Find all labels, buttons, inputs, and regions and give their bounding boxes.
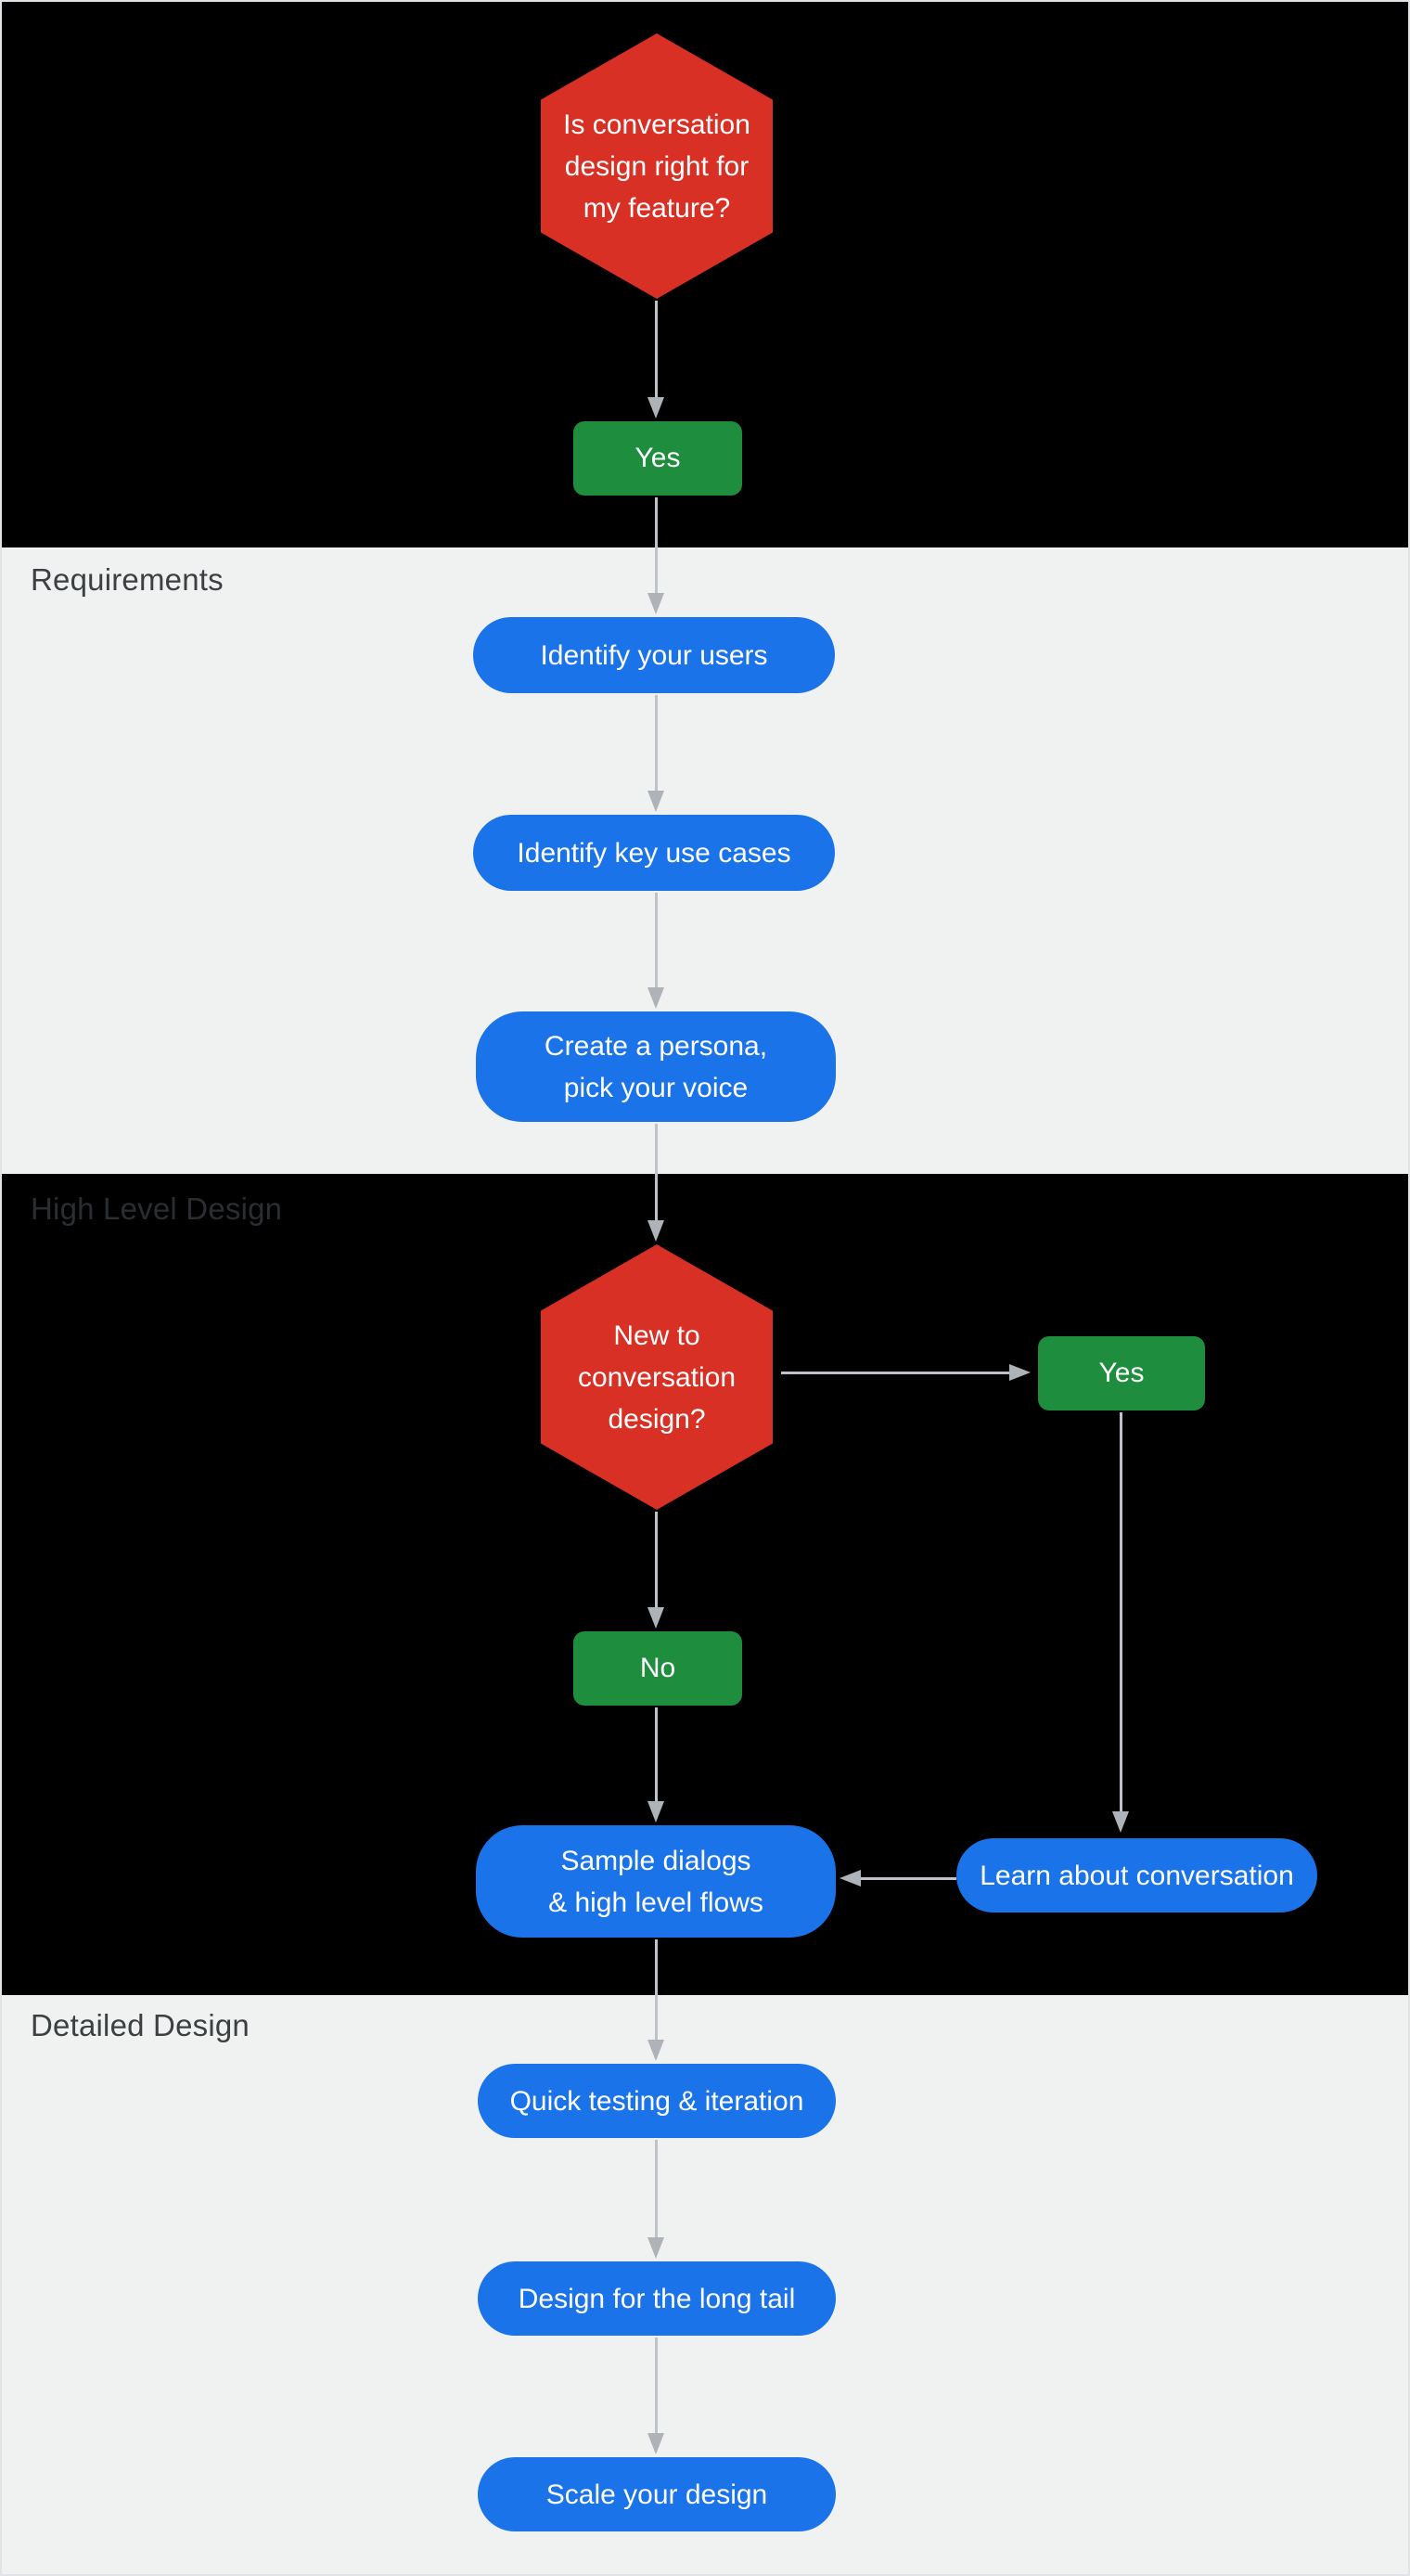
arrow-no-to-sample-line: [655, 1707, 658, 1801]
arrow-yes1-to-identify-users-head: [647, 593, 664, 614]
decision-line: design right for: [564, 150, 750, 182]
step-learn-about-conversation[interactable]: Learn about conversation: [956, 1838, 1317, 1913]
arrow-learn-to-sample-line: [861, 1877, 956, 1880]
step-line: Create a persona,: [544, 1030, 768, 1062]
arrow-longtail-to-scale-line: [655, 2338, 658, 2433]
arrow-decision1-to-yes-line: [655, 301, 658, 397]
decision-line: New to: [613, 1320, 700, 1351]
section-label-high-level-design: High Level Design: [31, 1191, 283, 1226]
arrow-decision2-to-no-head: [647, 1607, 664, 1629]
arrow-sample-to-quick-head: [647, 2040, 664, 2061]
arrow-learn-to-sample-head: [840, 1870, 861, 1887]
decision-line: conversation: [577, 1361, 737, 1393]
step-design-long-tail[interactable]: Design for the long tail: [478, 2261, 836, 2336]
arrow-to-identify-use-cases-line: [655, 695, 658, 791]
section-label-requirements: Requirements: [31, 562, 224, 597]
no-button[interactable]: No: [573, 1631, 742, 1706]
arrow-yes2-to-learn-head: [1112, 1811, 1129, 1833]
step-scale-your-design[interactable]: Scale your design: [478, 2457, 836, 2531]
arrow-quick-to-longtail-line: [655, 2140, 658, 2237]
step-identify-your-users[interactable]: Identify your users: [473, 617, 835, 693]
decision-node-conversation-design-right: Is conversation design right for my feat…: [541, 33, 773, 299]
arrow-decision1-to-yes-head: [647, 397, 664, 419]
arrow-to-decision2-head: [647, 1220, 664, 1242]
step-quick-testing[interactable]: Quick testing & iteration: [478, 2064, 836, 2138]
arrow-sample-to-quick-line: [655, 1939, 658, 2040]
section-label-detailed-design: Detailed Design: [31, 2008, 250, 2042]
arrow-decision2-to-yes-head: [1009, 1364, 1031, 1381]
step-sample-dialogs[interactable]: Sample dialogs & high level flows: [476, 1825, 836, 1938]
step-create-persona[interactable]: Create a persona, pick your voice: [476, 1011, 836, 1122]
arrow-no-to-sample-head: [647, 1801, 664, 1823]
yes-button-1[interactable]: Yes: [573, 421, 742, 496]
arrow-yes2-to-learn-line: [1120, 1412, 1122, 1811]
arrow-decision2-to-no-line: [655, 1512, 658, 1607]
arrow-decision2-to-yes-line: [781, 1372, 1009, 1374]
decision-line: design?: [608, 1403, 706, 1435]
arrow-to-identify-use-cases-head: [647, 791, 664, 812]
step-line: pick your voice: [563, 1072, 749, 1103]
arrow-longtail-to-scale-head: [647, 2433, 664, 2454]
arrow-to-decision2-line: [655, 1124, 658, 1220]
step-line: Sample dialogs: [560, 1845, 751, 1876]
arrow-yes1-to-identify-users-line: [655, 497, 658, 593]
yes-button-2[interactable]: Yes: [1038, 1336, 1205, 1410]
arrow-to-create-persona-line: [655, 893, 658, 987]
step-identify-key-use-cases[interactable]: Identify key use cases: [473, 815, 835, 891]
arrow-to-create-persona-head: [647, 987, 664, 1009]
arrow-quick-to-longtail-head: [647, 2237, 664, 2259]
decision-line: my feature?: [583, 192, 731, 224]
step-line: & high level flows: [548, 1887, 763, 1918]
decision-line: Is conversation: [563, 109, 750, 140]
